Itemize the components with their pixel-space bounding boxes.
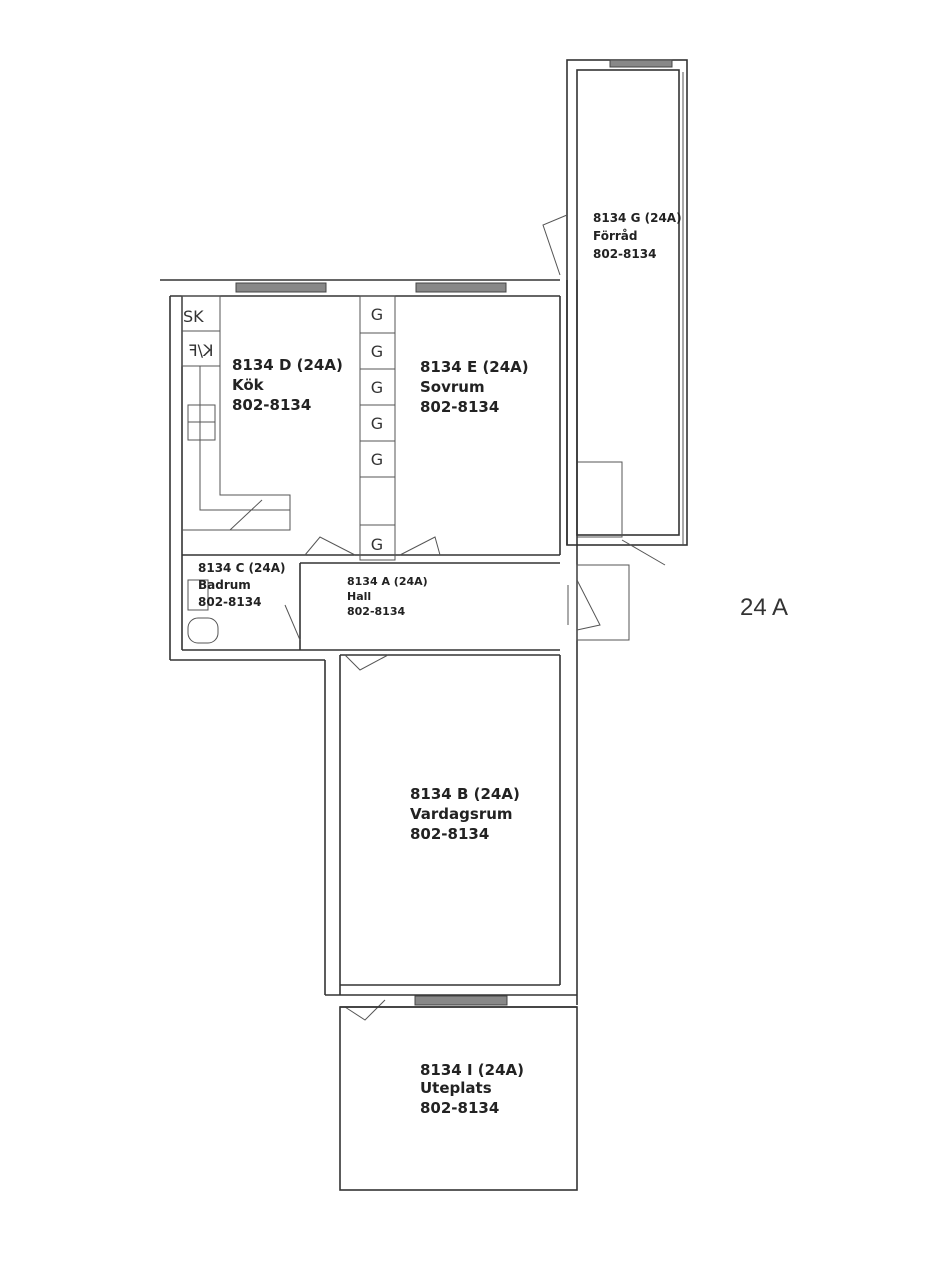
kitchen-counter [181, 295, 291, 531]
sink-label: SK [183, 307, 204, 326]
doors [187, 536, 441, 1021]
svg-text:Vardagsrum: Vardagsrum [410, 805, 513, 823]
patio-label: 8134 I (24A) Uteplats 802-8134 [420, 1061, 524, 1117]
patio-outline [339, 1006, 578, 1191]
svg-text:8134 G (24A): 8134 G (24A) [593, 211, 682, 225]
svg-text:Förråd: Förråd [593, 229, 637, 243]
svg-text:802-8134: 802-8134 [593, 247, 656, 261]
svg-text:8134 C (24A): 8134 C (24A) [198, 561, 286, 575]
svg-text:Hall: Hall [347, 590, 371, 603]
svg-text:8134 A (24A): 8134 A (24A) [347, 575, 428, 588]
fridge-freezer-label: K/F [188, 341, 213, 360]
svg-text:Badrum: Badrum [198, 578, 251, 592]
svg-text:Kök: Kök [232, 376, 265, 394]
storage-label: 8134 G (24A) Förråd 802-8134 [593, 211, 682, 261]
svg-text:Sovrum: Sovrum [420, 378, 485, 396]
wardrobe-label: G [371, 450, 383, 469]
wardrobe-labels: G G G G G G [371, 305, 383, 554]
storage-room [542, 59, 688, 566]
wardrobe-label: G [371, 378, 383, 397]
svg-text:802-8134: 802-8134 [232, 396, 311, 414]
svg-text:802-8134: 802-8134 [420, 398, 499, 416]
hall-label: 8134 A (24A) Hall 802-8134 [347, 575, 428, 618]
wardrobe-label: G [371, 414, 383, 433]
svg-text:8134 I (24A): 8134 I (24A) [420, 1061, 524, 1079]
svg-text:8134 D (24A): 8134 D (24A) [232, 356, 343, 374]
svg-text:802-8134: 802-8134 [198, 595, 261, 609]
svg-text:8134 B (24A): 8134 B (24A) [410, 785, 520, 803]
wardrobe-label: G [371, 342, 383, 361]
wardrobe-column [359, 295, 396, 561]
svg-text:8134 E (24A): 8134 E (24A) [420, 358, 529, 376]
bedroom-label: 8134 E (24A) Sovrum 802-8134 [420, 358, 529, 416]
svg-text:802-8134: 802-8134 [347, 605, 405, 618]
svg-text:802-8134: 802-8134 [420, 1099, 499, 1117]
svg-text:802-8134: 802-8134 [410, 825, 489, 843]
wardrobe-label: G [371, 535, 383, 554]
wardrobe-label: G [371, 305, 383, 324]
kitchen-label: 8134 D (24A) Kök 802-8134 [232, 356, 343, 414]
bathroom-label: 8134 C (24A) Badrum 802-8134 [198, 561, 286, 609]
svg-text:Uteplats: Uteplats [420, 1079, 492, 1097]
living-room-label: 8134 B (24A) Vardagsrum 802-8134 [410, 785, 520, 843]
building-label: 24 A [740, 594, 788, 621]
